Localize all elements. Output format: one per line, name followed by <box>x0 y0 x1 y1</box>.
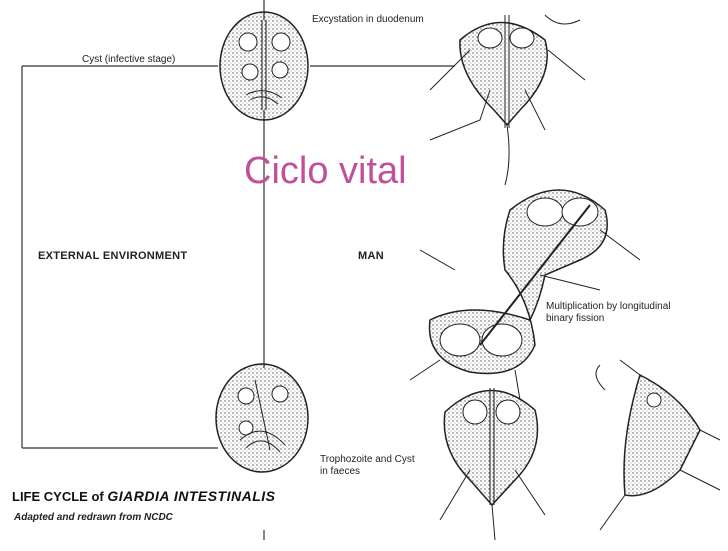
trophozoite-dividing <box>410 190 640 400</box>
multiplication-label-line1: Multiplication by longitudinal <box>546 301 671 313</box>
caption-prefix: LIFE CYCLE of <box>12 489 104 504</box>
cyst-bottom <box>216 364 308 472</box>
trophozoite-faeces <box>440 388 545 540</box>
excystation-label: Excystation in duodenum <box>312 14 424 26</box>
caption-credit: Adapted and redrawn from NCDC <box>14 512 173 523</box>
trophozoite-side-view <box>596 360 720 530</box>
external-environment-label: EXTERNAL ENVIRONMENT <box>38 250 187 262</box>
multiplication-label-line2: binary fission <box>546 313 604 325</box>
slide-title: Ciclo vital <box>244 150 407 193</box>
caption-title: LIFE CYCLE of GIARDIA INTESTINALIS <box>12 488 276 504</box>
troph-cyst-label-line2: in faeces <box>320 466 360 478</box>
trophozoite-excystation <box>430 15 585 185</box>
caption-species: GIARDIA INTESTINALIS <box>107 488 275 504</box>
man-label: MAN <box>358 250 384 262</box>
troph-cyst-label-line1: Trophozoite and Cyst <box>320 454 415 466</box>
cyst-label: Cyst (infective stage) <box>82 54 175 66</box>
cyst-top <box>220 12 308 120</box>
